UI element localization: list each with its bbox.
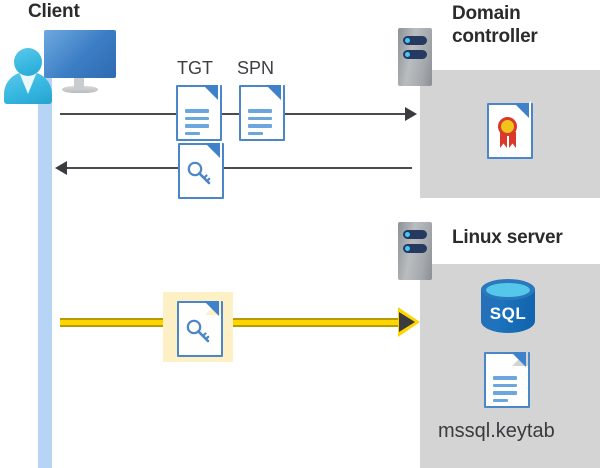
spn-label: SPN (237, 58, 275, 78)
server-led-indicator (403, 50, 427, 59)
client-title: Client (28, 1, 80, 22)
server-led-indicator (403, 230, 427, 239)
certificate-document-icon (487, 101, 533, 159)
key-document-icon (178, 141, 224, 199)
request-arrow-line (60, 113, 412, 115)
key-document-icon-highlighted (177, 299, 223, 357)
sql-label: SQL (489, 304, 527, 323)
key-icon (187, 161, 211, 185)
certificate-seal-icon (498, 117, 517, 136)
server-led-indicator (403, 36, 427, 45)
user-avatar-head-icon (14, 48, 42, 76)
database-cylinder-top (481, 279, 535, 300)
arrow-left-icon (55, 161, 67, 175)
arrow-right-icon (399, 312, 415, 332)
domain-controller-title: Domain controller (452, 3, 538, 47)
domain-controller-server-icon (398, 28, 432, 86)
arrow-right-icon (405, 107, 417, 121)
client-lifeline (38, 78, 52, 468)
linux-server-title: Linux server (452, 227, 563, 248)
spn-document-icon (239, 83, 285, 141)
tgt-document-icon (176, 83, 222, 141)
response-arrow-line (60, 167, 412, 169)
keytab-filename-label: mssql.keytab (438, 420, 555, 442)
certificate-ribbon (500, 132, 507, 148)
keytab-document-icon (484, 350, 530, 408)
tgt-label: TGT (177, 58, 213, 78)
certificate-ribbon (509, 132, 516, 148)
linux-server-icon (398, 222, 432, 280)
database-cylinder-top-inner (486, 283, 530, 297)
avatar-collar (19, 72, 37, 94)
key-icon (186, 319, 210, 343)
user-avatar-icon (4, 72, 52, 104)
monitor-stand-icon (74, 78, 84, 90)
monitor-icon (44, 30, 116, 78)
server-led-indicator (403, 244, 427, 253)
sql-database-icon: SQL (481, 279, 535, 341)
